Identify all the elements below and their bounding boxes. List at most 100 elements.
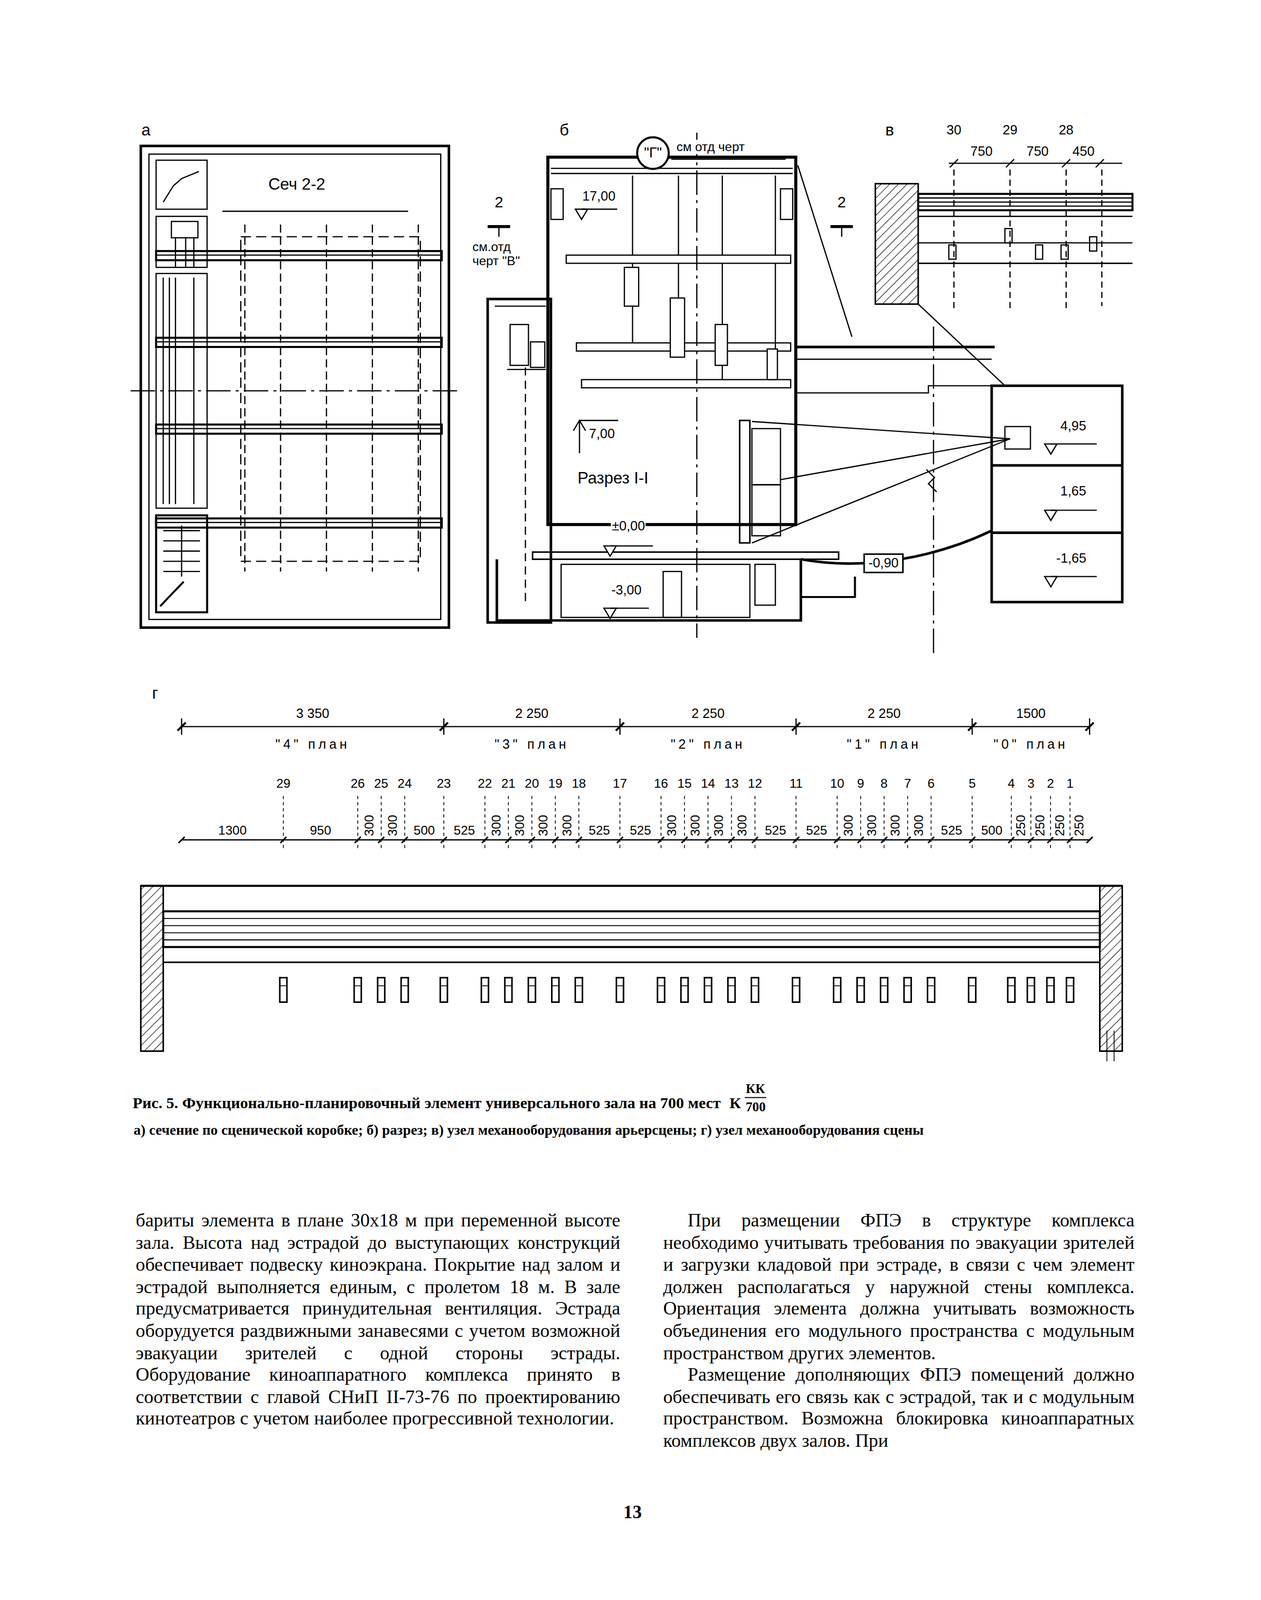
dimension: 1300: [217, 822, 248, 838]
panel-letter: в: [884, 121, 896, 141]
stage-machinery-detail-part: [1007, 984, 1016, 986]
plan-label: "1" план: [845, 737, 923, 753]
axis-number: 14: [700, 776, 717, 791]
elevation-symbols-part: [609, 545, 653, 547]
stage-machinery-detail-part: [1106, 1030, 1108, 1061]
elevation-symbols-part: [604, 607, 617, 619]
stage-box-section-part: [130, 390, 458, 392]
stage-machinery-detail-part: [163, 917, 1100, 919]
stage-machinery-detail-part: [704, 984, 712, 986]
axis-number: 29: [1001, 122, 1019, 139]
section-title: Сеч 2-2: [267, 175, 327, 195]
axis-number: 12: [746, 776, 764, 791]
building-section-part: [795, 358, 992, 360]
plan-label: "4" план: [274, 737, 352, 753]
building-section-part: [932, 326, 934, 656]
stage-machinery-detail-part: [551, 977, 559, 1002]
stage-machinery-detail-part: [880, 977, 889, 1002]
panel-letter: г: [151, 684, 159, 704]
building-section-part: [506, 368, 546, 370]
stage-machinery-detail-part: [968, 722, 977, 731]
stage-machinery-detail-part: [680, 984, 689, 986]
stage-machinery-detail-part: [904, 977, 912, 1002]
elevation-mark: -1,65: [1055, 551, 1088, 567]
axis-number: 26: [349, 776, 366, 791]
dimension: 525: [628, 822, 653, 838]
dimension: 500: [412, 822, 436, 838]
stage-machinery-detail-part: [680, 977, 689, 1002]
axis-number: 25: [372, 776, 390, 791]
stage-machinery-detail-part: [354, 984, 362, 986]
rear-stage-detail: [875, 159, 1133, 312]
stage-machinery-detail-part: [551, 984, 559, 986]
stage-machinery-detail-part: [575, 984, 583, 986]
elevation-symbols-part: [573, 420, 586, 431]
stage-machinery-detail-part: [968, 977, 977, 1002]
dimension: 250: [1013, 813, 1029, 838]
stage-machinery-detail-part: [615, 722, 624, 731]
stage-box-section-part: [180, 525, 182, 577]
stage-machinery-detail-part: [401, 977, 409, 1002]
stage-box-section-part: [326, 224, 328, 572]
stage-machinery-detail-part: [833, 984, 841, 986]
elevation-mark: 17,00: [581, 189, 617, 205]
building-section-part: [752, 428, 781, 485]
stage-machinery-detail-part: [660, 795, 662, 850]
building-section-part: [677, 175, 679, 256]
elevation-symbols-part: [1044, 509, 1058, 521]
stage-machinery-detail-part: [440, 984, 448, 986]
dimension: 250: [1072, 813, 1088, 838]
rear-stage-detail-part: [1095, 159, 1105, 168]
building-section-part: [560, 564, 750, 618]
building-section-part: [581, 379, 791, 389]
building-section-part: [991, 385, 1123, 602]
stage-box-section-part: [244, 224, 246, 572]
stage-box-section-part: [156, 337, 442, 347]
stage-box-section-part: [171, 221, 198, 238]
stage-machinery-detail-part: [279, 977, 287, 1002]
stage-box-section: [130, 145, 458, 628]
body-text: бариты элемента в плане 30х18 м при пере…: [135, 1209, 621, 1431]
rear-stage-detail-part: [1009, 169, 1011, 311]
stage-machinery-detail-part: [657, 984, 665, 986]
building-section-part: [797, 165, 853, 337]
building-section-part: [631, 175, 633, 256]
stage-box-section-part: [156, 521, 442, 523]
stage-machinery-detail-part: [1066, 977, 1075, 1002]
stage-machinery-detail-part: [1085, 722, 1094, 731]
panel-letter: б: [558, 121, 570, 141]
dimension: 300: [865, 813, 880, 838]
axis-number: 2: [1045, 776, 1056, 791]
dimension: 300: [513, 813, 528, 838]
building-section-part: [624, 267, 639, 306]
dimension: 300: [689, 813, 704, 838]
stage-machinery-detail-part: [833, 977, 841, 1002]
stage-machinery-detail-part: [163, 925, 1100, 927]
stage-machinery-detail-part: [1086, 836, 1093, 843]
axis-number: 1: [1065, 776, 1076, 791]
stage-machinery-detail-part: [481, 984, 489, 986]
axis-number: 29: [275, 776, 292, 791]
stage-machinery-detail-part: [140, 885, 164, 1051]
stage-machinery-detail-part: [751, 977, 759, 1002]
stage-machinery-detail-part: [704, 977, 712, 1002]
rear-stage-detail-part: [1062, 159, 1071, 168]
dimension: 525: [764, 822, 788, 838]
axis-number: 6: [926, 776, 936, 791]
stage-machinery-detail-part: [1066, 984, 1075, 986]
stage-machinery-detail-part: [860, 795, 862, 850]
axis-number: 5: [967, 776, 978, 791]
stage-machinery-detail-part: [181, 725, 1090, 727]
stage-machinery-detail-part: [1030, 795, 1032, 850]
building-section-part: [551, 167, 793, 169]
elevation-symbols-part: [604, 545, 617, 557]
elevation-box-outline-part: [864, 554, 903, 573]
stage-machinery-detail-part: [616, 977, 624, 1002]
stage-box-section-part: [193, 277, 195, 505]
dimension: 300: [735, 813, 751, 838]
dimension: 300: [712, 813, 728, 838]
building-section-part: [752, 421, 1011, 439]
stage-box-section-part: [140, 145, 449, 628]
stage-machinery-detail-part: [439, 722, 448, 731]
